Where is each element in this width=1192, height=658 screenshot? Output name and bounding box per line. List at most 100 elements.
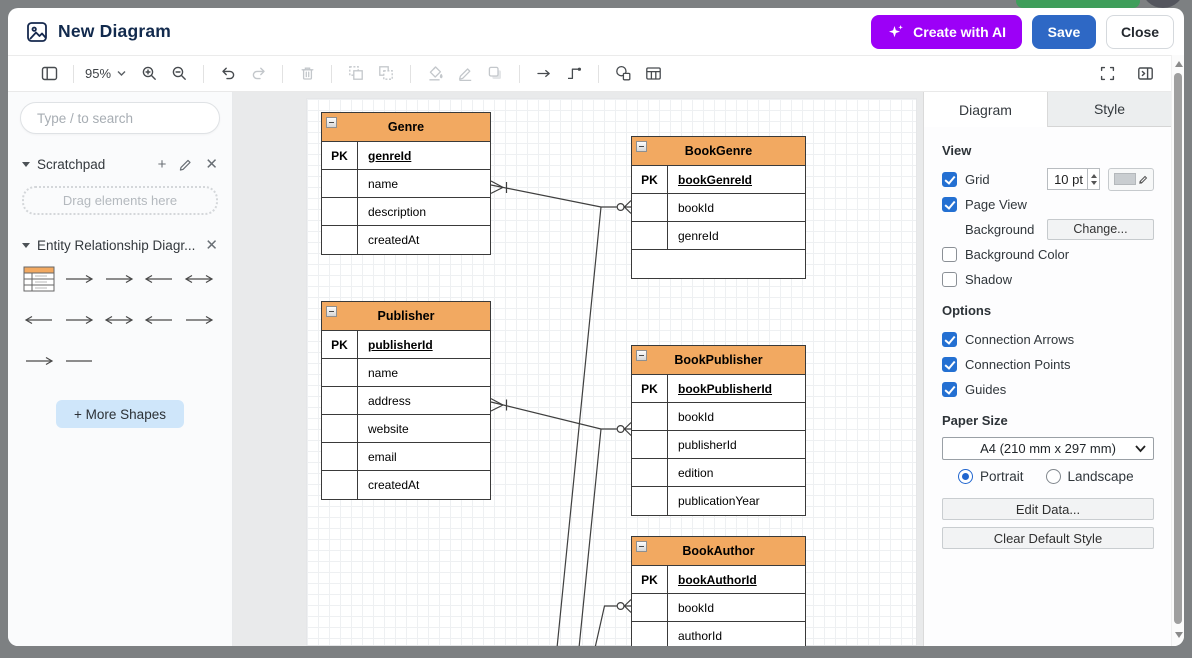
close-erd-section-icon[interactable]: ✕ (205, 236, 218, 254)
connection-arrows-checkbox[interactable] (942, 331, 957, 347)
er-field-cell[interactable]: authorId (678, 629, 723, 643)
er-key-cell[interactable]: PK (632, 375, 668, 402)
insert-shape-icon[interactable] (610, 61, 636, 87)
line-color-icon[interactable] (452, 61, 478, 87)
fill-color-icon[interactable] (422, 61, 448, 87)
er-field-cell[interactable]: website (368, 421, 409, 436)
fullscreen-icon[interactable] (1094, 61, 1120, 87)
er-key-cell[interactable] (632, 459, 668, 486)
vertical-scrollbar[interactable] (1171, 55, 1184, 646)
shadow-checkbox[interactable] (942, 271, 957, 287)
more-shapes-button[interactable]: + More Shapes (56, 400, 184, 428)
er-row[interactable]: createdAt (322, 226, 490, 254)
er-key-cell[interactable]: PK (322, 331, 358, 358)
er-row[interactable]: bookId (632, 403, 805, 431)
collapse-icon[interactable] (636, 141, 647, 152)
shape-arrow-left[interactable] (22, 307, 56, 333)
er-row[interactable]: description (322, 198, 490, 226)
erd-section-header[interactable]: Entity Relationship Diagr... ✕ (8, 235, 232, 255)
er-key-cell[interactable] (632, 594, 668, 621)
er-field-cell[interactable]: publisherId (678, 437, 737, 452)
er-row[interactable]: email (322, 443, 490, 471)
er-row[interactable]: PK bookPublisherId (632, 375, 805, 403)
close-scratchpad-icon[interactable]: ✕ (205, 155, 218, 173)
er-row[interactable]: address (322, 387, 490, 415)
shape-arrow-right[interactable] (62, 307, 96, 333)
tab-diagram[interactable]: Diagram (924, 92, 1048, 127)
landscape-radio[interactable]: Landscape (1045, 469, 1134, 484)
er-table-title[interactable]: BookPublisher (632, 346, 805, 375)
er-field-cell[interactable]: bookId (678, 200, 715, 215)
er-field-cell[interactable]: edition (678, 465, 714, 480)
connection-points-checkbox[interactable] (942, 356, 957, 372)
er-key-cell[interactable] (632, 194, 668, 221)
shape-arrow-both[interactable] (102, 307, 136, 333)
er-key-cell[interactable] (322, 387, 358, 414)
er-table-title[interactable]: Publisher (322, 302, 490, 331)
er-key-cell[interactable] (322, 471, 358, 499)
er-field-cell[interactable]: email (368, 449, 397, 464)
add-icon[interactable]: + (157, 155, 167, 173)
shape-arrow-left[interactable] (142, 266, 176, 292)
grid-checkbox[interactable] (942, 171, 957, 187)
insert-table-icon[interactable] (640, 61, 666, 87)
change-background-button[interactable]: Change... (1047, 218, 1154, 240)
er-key-cell[interactable] (322, 226, 358, 254)
er-field-cell[interactable] (632, 250, 805, 278)
sidebar-toggle-icon[interactable] (36, 61, 62, 87)
shape-table[interactable] (22, 266, 56, 292)
er-field-cell[interactable]: createdAt (368, 233, 420, 247)
shadow-icon[interactable] (482, 61, 508, 87)
er-row[interactable]: publisherId (632, 431, 805, 459)
clear-default-style-button[interactable]: Clear Default Style (942, 527, 1154, 549)
shape-arrow-right[interactable] (22, 348, 56, 374)
shape-arrow-right[interactable] (102, 266, 136, 292)
er-table-title[interactable]: BookAuthor (632, 537, 805, 566)
portrait-radio[interactable]: Portrait (958, 469, 1024, 484)
er-table-title[interactable]: Genre (322, 113, 490, 142)
redo-icon[interactable] (245, 61, 271, 87)
create-with-ai-button[interactable]: Create with AI (871, 14, 1022, 49)
er-key-cell[interactable] (322, 359, 358, 386)
er-table-title[interactable]: BookGenre (632, 137, 805, 166)
shape-arrow-right[interactable] (182, 307, 216, 333)
shape-plain[interactable] (62, 348, 96, 374)
scrollbar-thumb[interactable] (1174, 73, 1182, 624)
zoom-out-icon[interactable] (166, 61, 192, 87)
er-field-cell[interactable]: address (368, 393, 411, 408)
er-row[interactable]: name (322, 170, 490, 198)
er-field-cell[interactable]: genreId (678, 228, 719, 243)
er-row[interactable]: name (322, 359, 490, 387)
er-row[interactable]: publicationYear (632, 487, 805, 515)
er-row[interactable]: website (322, 415, 490, 443)
er-key-cell[interactable]: PK (322, 142, 358, 169)
er-key-cell[interactable] (632, 487, 668, 515)
er-row[interactable] (632, 250, 805, 278)
er-key-cell[interactable] (322, 198, 358, 225)
delete-icon[interactable] (294, 61, 320, 87)
grid-color-button[interactable] (1108, 167, 1154, 191)
to-back-icon[interactable] (373, 61, 399, 87)
paper-size-select[interactable]: A4 (210 mm x 297 mm) (942, 437, 1154, 460)
format-panel-toggle-icon[interactable] (1132, 61, 1158, 87)
collapse-icon[interactable] (326, 306, 337, 317)
er-key-cell[interactable] (322, 443, 358, 470)
scroll-up-arrow[interactable] (1174, 61, 1183, 67)
collapse-icon[interactable] (636, 541, 647, 552)
zoom-level-dropdown[interactable]: 95% (85, 66, 126, 81)
er-row[interactable]: authorId (632, 622, 805, 646)
er-field-cell[interactable]: name (368, 176, 399, 191)
shape-arrow-left[interactable] (142, 307, 176, 333)
edit-data-button[interactable]: Edit Data... (942, 498, 1154, 520)
er-field-cell[interactable]: bookPublisherId (678, 381, 773, 396)
guides-checkbox[interactable] (942, 381, 957, 397)
collapse-icon[interactable] (636, 350, 647, 361)
search-input[interactable] (35, 109, 205, 127)
save-button[interactable]: Save (1032, 14, 1096, 49)
er-field-cell[interactable]: name (368, 365, 399, 380)
